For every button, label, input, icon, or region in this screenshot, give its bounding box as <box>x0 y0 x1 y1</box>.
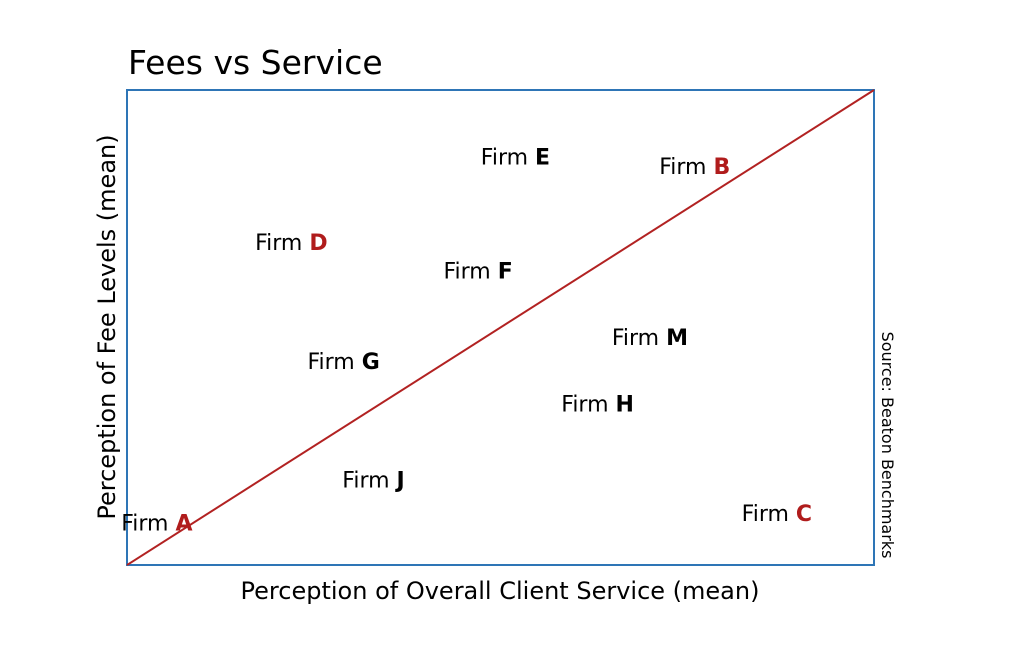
source-note: Source: Beaton Benchmarks <box>878 332 897 559</box>
chart-title: Fees vs Service <box>128 43 383 82</box>
firm-label-letter: F <box>498 260 513 285</box>
firm-label-b: Firm B <box>659 155 730 180</box>
firm-label-letter: C <box>796 502 812 527</box>
firm-label-j: Firm J <box>342 469 404 494</box>
firm-label-prefix: Firm <box>121 511 175 536</box>
firm-label-e: Firm E <box>481 146 550 171</box>
firm-label-d: Firm D <box>255 231 328 256</box>
firm-label-letter: E <box>535 146 550 171</box>
firm-label-prefix: Firm <box>481 146 535 171</box>
firm-label-letter: J <box>395 469 405 494</box>
firm-label-letter: A <box>175 511 192 536</box>
firm-label-c: Firm C <box>742 502 812 527</box>
firm-label-letter: H <box>616 393 634 418</box>
plot-frame <box>126 89 875 566</box>
diagonal-reference-line <box>126 89 875 566</box>
firm-label-m: Firm M <box>612 326 688 351</box>
firm-label-a: Firm A <box>121 511 192 536</box>
firm-label-letter: G <box>362 350 380 375</box>
firm-label-letter: M <box>666 326 688 351</box>
firm-label-prefix: Firm <box>742 502 796 527</box>
firm-label-letter: D <box>309 231 327 256</box>
y-axis-label: Perception of Fee Levels (mean) <box>93 134 121 519</box>
firm-label-prefix: Firm <box>561 393 615 418</box>
firm-label-prefix: Firm <box>612 326 666 351</box>
firm-label-prefix: Firm <box>255 231 309 256</box>
firm-label-h: Firm H <box>561 393 634 418</box>
firm-label-f: Firm F <box>443 260 512 285</box>
firm-label-prefix: Firm <box>342 469 396 494</box>
firm-label-prefix: Firm <box>443 260 497 285</box>
firm-label-prefix: Firm <box>307 350 361 375</box>
firm-label-g: Firm G <box>307 350 379 375</box>
firm-label-letter: B <box>713 155 730 180</box>
firm-label-prefix: Firm <box>659 155 713 180</box>
x-axis-label: Perception of Overall Client Service (me… <box>241 577 760 605</box>
